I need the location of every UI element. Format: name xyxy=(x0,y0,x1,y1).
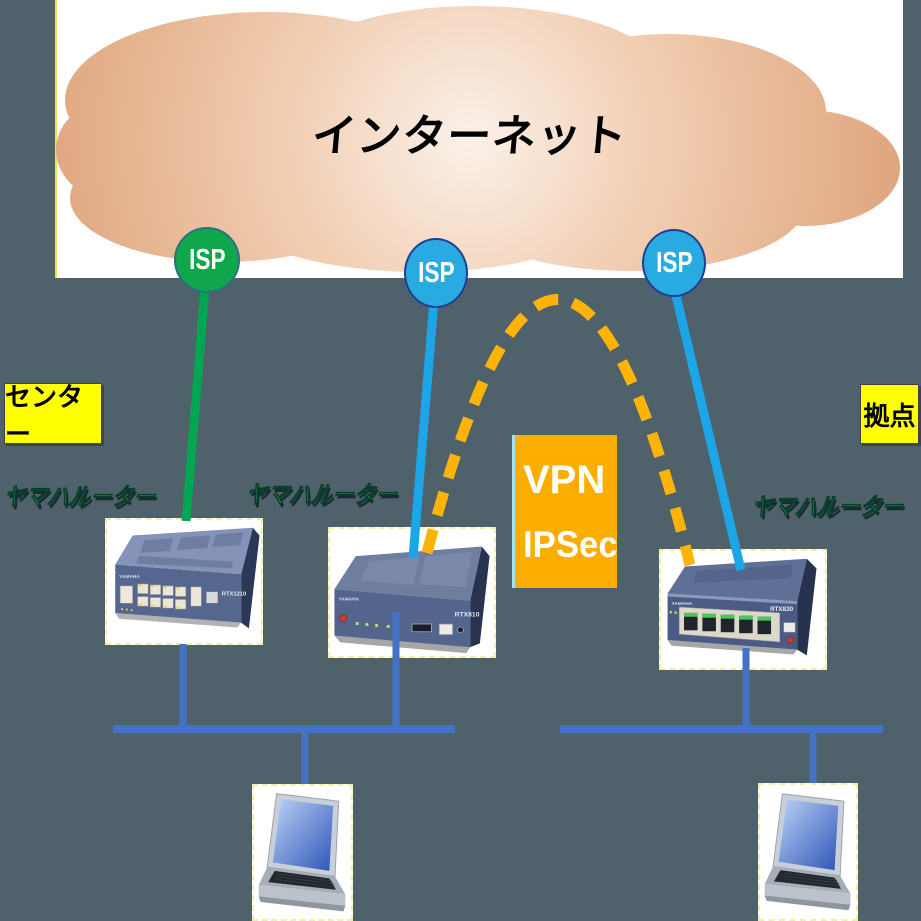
vpn-ipsec-box: VPN IPSec xyxy=(512,435,618,588)
link-blue-isp-to-right-router xyxy=(670,289,746,572)
router-model-text: RTX830 xyxy=(770,606,794,613)
link-green-isp-to-router xyxy=(181,286,210,522)
laptop-photo-left xyxy=(252,784,353,921)
router-label-middle: ヤマハルーター xyxy=(244,482,399,510)
isp-node-middle-label: ISP xyxy=(417,256,455,289)
router-brand-text: YAMAHA xyxy=(671,601,692,607)
router-model-text: RTX1210 xyxy=(222,592,247,598)
router-photo-middle: YAMAHA RTX810 xyxy=(328,527,496,658)
router-brand-text: YAMAHA xyxy=(338,597,359,603)
router-brand-text: YAMAHA xyxy=(119,574,140,580)
isp-node-center-label: ISP xyxy=(188,243,226,276)
router-icon-rtx830: YAMAHA RTX830 xyxy=(667,558,817,656)
isp-node-center: ISP xyxy=(174,227,240,293)
router-icon-rtx810: YAMAHA RTX810 xyxy=(334,546,490,654)
isp-node-branch-label: ISP xyxy=(655,246,693,279)
site-label-center: センター xyxy=(4,382,102,449)
laptop-icon xyxy=(258,793,346,912)
laptop-photo-right xyxy=(758,783,858,921)
router-label-left: ヤマハルーター xyxy=(2,484,157,512)
router-icon-rtx1210: YAMAHA RTX1210 xyxy=(115,527,260,629)
link-blue-isp-to-middle-router xyxy=(408,299,439,559)
router-photo-left: YAMAHA RTX1210 xyxy=(105,518,263,645)
isp-node-branch: ISP xyxy=(642,229,706,297)
vpn-label-line1: VPN xyxy=(523,458,606,503)
site-label-branch: 拠点 xyxy=(860,384,919,444)
laptop-icon xyxy=(764,793,851,911)
router-label-right: ヤマハルーター xyxy=(750,494,905,522)
canvas-left-edge-line xyxy=(55,0,57,278)
router-model-text: RTX810 xyxy=(455,611,480,618)
router-photo-right: YAMAHA RTX830 xyxy=(659,549,827,670)
vpn-label-line2: IPSec xyxy=(523,523,618,565)
isp-node-middle: ISP xyxy=(404,238,468,308)
internet-label: インターネット xyxy=(309,112,630,161)
